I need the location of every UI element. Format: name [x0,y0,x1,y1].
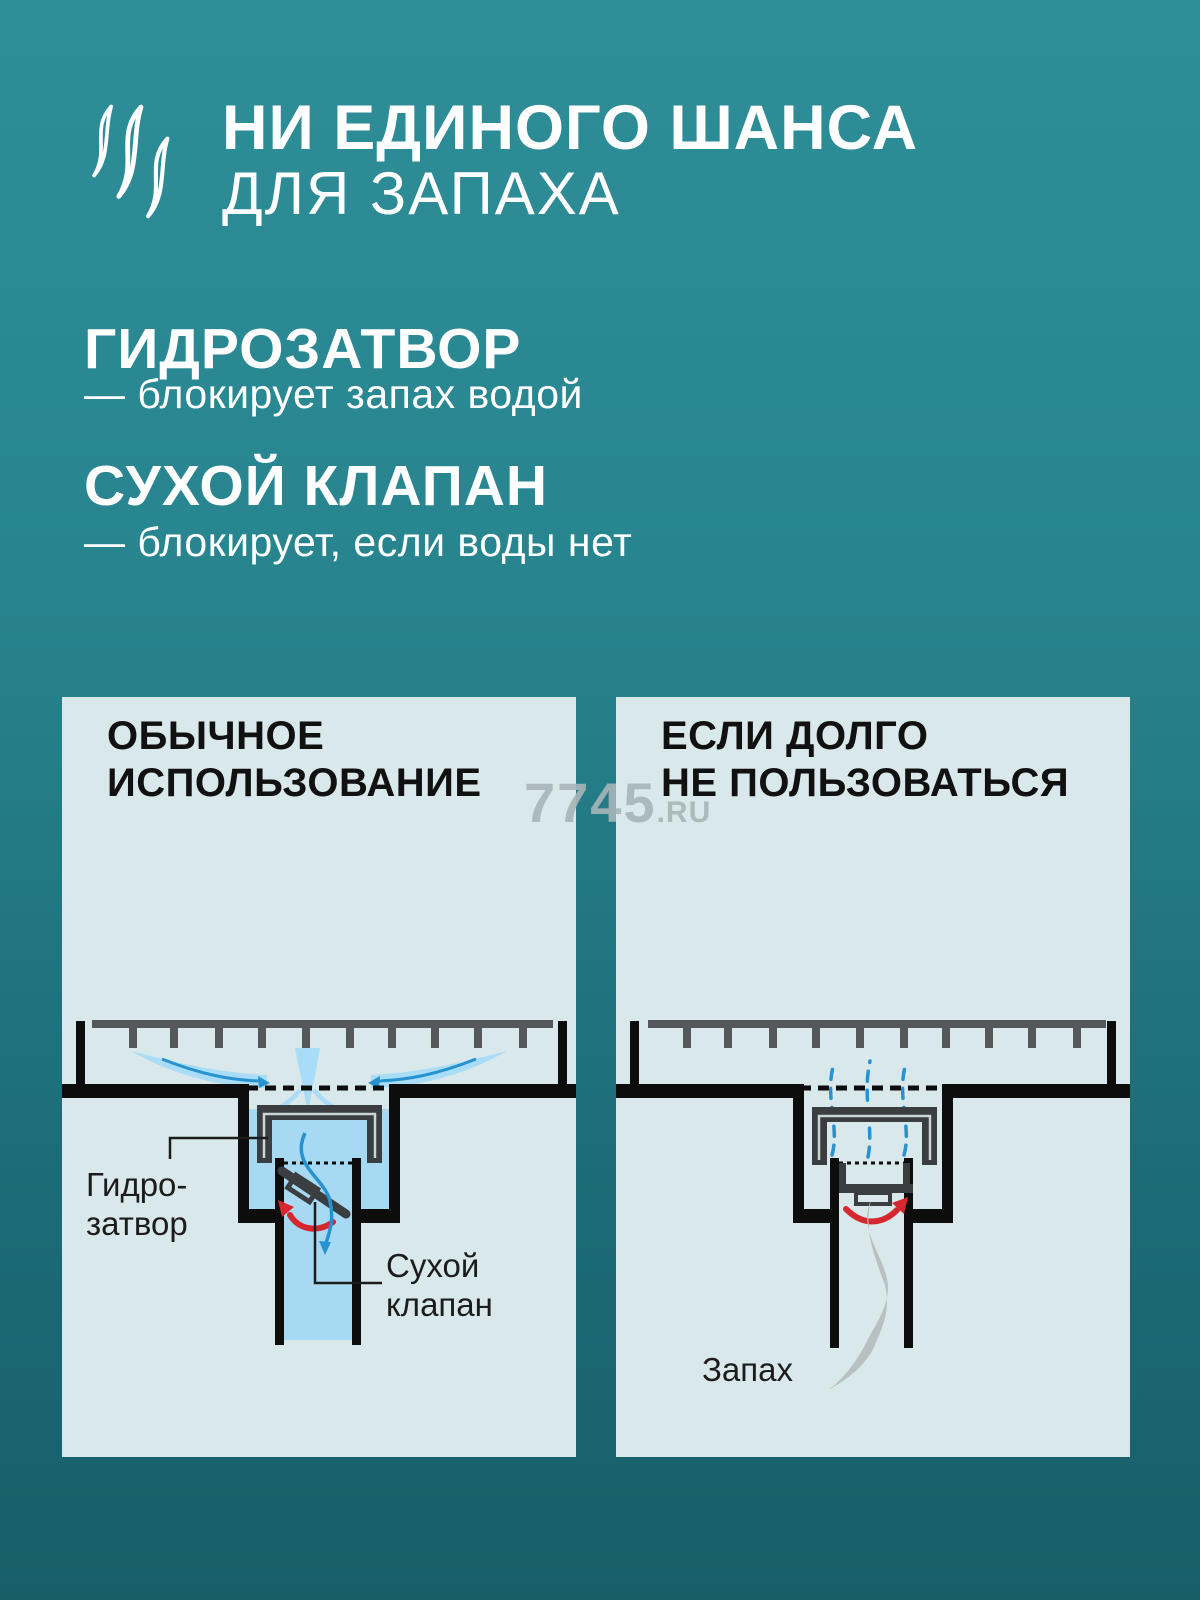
watermark-domain: .RU [656,796,712,829]
smell-wave [828,1200,888,1390]
water-seal-cup [812,1107,937,1165]
feature-heading-dry-valve: СУХОЙ КЛАПАН [84,454,549,518]
feature-desc-dry-valve: — блокирует, если воды нет [84,519,633,565]
valve-close-arrow [843,1197,908,1225]
feature-desc-water-seal: — блокирует запах водой [84,371,583,417]
floor-and-well [62,1084,576,1223]
water-seal-cup [257,1105,382,1163]
water-seal-connector [168,1136,268,1159]
watermark: 7745.RU [524,770,711,835]
panel-heading-long-idle: ЕСЛИ ДОЛГО НЕ ПОЛЬЗОВАТЬСЯ [661,714,1070,805]
steam-wisp [92,104,114,178]
floor-and-well [616,1084,1130,1223]
water-fill [249,1109,389,1340]
label-water-seal: Гидро- затвор [86,1166,188,1242]
watermark-number: 7745 [524,771,657,834]
page-subtitle: ДЛЯ ЗАПАХА [222,160,621,227]
page-title: НИ ЕДИНОГО ШАНСА [222,93,919,163]
panel-normal-use: ОБЫЧНОЕ ИСПОЛЬЗОВАНИЕ Гидро- затвор Сухо… [62,697,576,1457]
steam-wisp [146,136,170,219]
water-flow-arrow [299,1132,334,1255]
feature-heading-water-seal: ГИДРОЗАТВОР [84,317,522,381]
diagram-long-idle [616,1020,1130,1390]
drain-pipe [830,1158,913,1348]
panel-heading-normal-use: ОБЫЧНОЕ ИСПОЛЬЗОВАНИЕ [107,714,482,805]
steam-icon [92,104,170,219]
drain-grate [76,1020,567,1085]
steam-wisp [116,104,144,199]
dry-valve-connector [313,1202,382,1285]
dry-valve-flap [277,1166,351,1219]
valve-open-arrow [278,1200,336,1232]
panel-long-idle: ЕСЛИ ДОЛГО НЕ ПОЛЬЗОВАТЬСЯ Запах [616,697,1130,1457]
drain-grate [630,1020,1116,1085]
drain-pipe [275,1158,361,1345]
water-streams [131,1048,507,1115]
dry-valve-closed [839,1163,913,1206]
diagram-normal-use [62,1020,576,1345]
label-dry-valve: Сухой клапан [386,1247,493,1323]
label-smell: Запах [702,1351,794,1388]
